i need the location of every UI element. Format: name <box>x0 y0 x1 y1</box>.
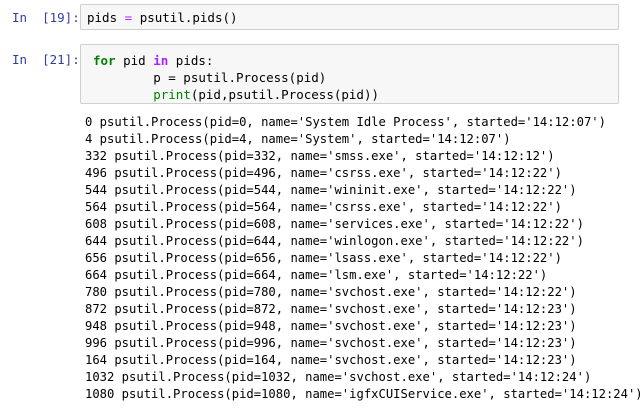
code-input[interactable]: pids = psutil.pids() <box>80 4 619 30</box>
cell-output: 0 psutil.Process(pid=0, name='System Idl… <box>85 114 643 403</box>
output-line: 872 psutil.Process(pid=872, name='svchos… <box>85 302 577 316</box>
output-line: 608 psutil.Process(pid=608, name='servic… <box>85 217 584 231</box>
code-token: pid <box>115 53 154 68</box>
output-line: 948 psutil.Process(pid=948, name='svchos… <box>85 319 577 333</box>
output-line: 544 psutil.Process(pid=544, name='winini… <box>85 183 577 197</box>
output-line: 664 psutil.Process(pid=664, name='lsm.ex… <box>85 268 548 282</box>
code-input[interactable]: for pid in pids: p = psutil.Process(pid)… <box>80 44 619 104</box>
output-line: 496 psutil.Process(pid=496, name='csrss.… <box>85 166 562 180</box>
output-line: 780 psutil.Process(pid=780, name='svchos… <box>85 285 577 299</box>
output-line: 996 psutil.Process(pid=996, name='svchos… <box>85 336 577 350</box>
input-prompt: In [21]: <box>12 52 80 67</box>
output-line: 1080 psutil.Process(pid=1080, name='igfx… <box>85 387 643 401</box>
builtin-print: print <box>153 87 191 102</box>
output-line: 332 psutil.Process(pid=332, name='smss.e… <box>85 149 555 163</box>
code-token: (pid,psutil.Process(pid)) <box>190 87 380 102</box>
code-line: print(pid,psutil.Process(pid)) <box>93 86 606 103</box>
output-line: 1032 psutil.Process(pid=1032, name='svch… <box>85 370 592 384</box>
code-line: p = psutil.Process(pid) <box>93 70 327 85</box>
output-line: 564 psutil.Process(pid=564, name='csrss.… <box>85 200 562 214</box>
output-line: 656 psutil.Process(pid=656, name='lsass.… <box>85 251 562 265</box>
output-line: 164 psutil.Process(pid=164, name='svchos… <box>85 353 577 367</box>
code-token: psutil.pids() <box>139 10 238 25</box>
code-token: pids <box>87 10 118 25</box>
code-cell-2[interactable]: In [21]: for pid in pids: p = psutil.Pro… <box>0 40 643 410</box>
output-line: 4 psutil.Process(pid=4, name='System', s… <box>85 132 511 146</box>
code-line: for pid in pids: <box>93 52 606 69</box>
code-token: pids: <box>168 53 214 68</box>
keyword: in <box>153 53 169 68</box>
output-line: 644 psutil.Process(pid=644, name='winlog… <box>85 234 584 248</box>
output-line: 0 psutil.Process(pid=0, name='System Idl… <box>85 115 606 129</box>
code-operator: = <box>124 10 133 25</box>
keyword: for <box>93 53 116 68</box>
code-indent <box>93 87 153 102</box>
input-prompt: In [19]: <box>12 10 80 25</box>
code-line: pids = psutil.pids() <box>87 9 612 26</box>
code-cell-1[interactable]: In [19]: pids = psutil.pids() <box>0 0 619 40</box>
